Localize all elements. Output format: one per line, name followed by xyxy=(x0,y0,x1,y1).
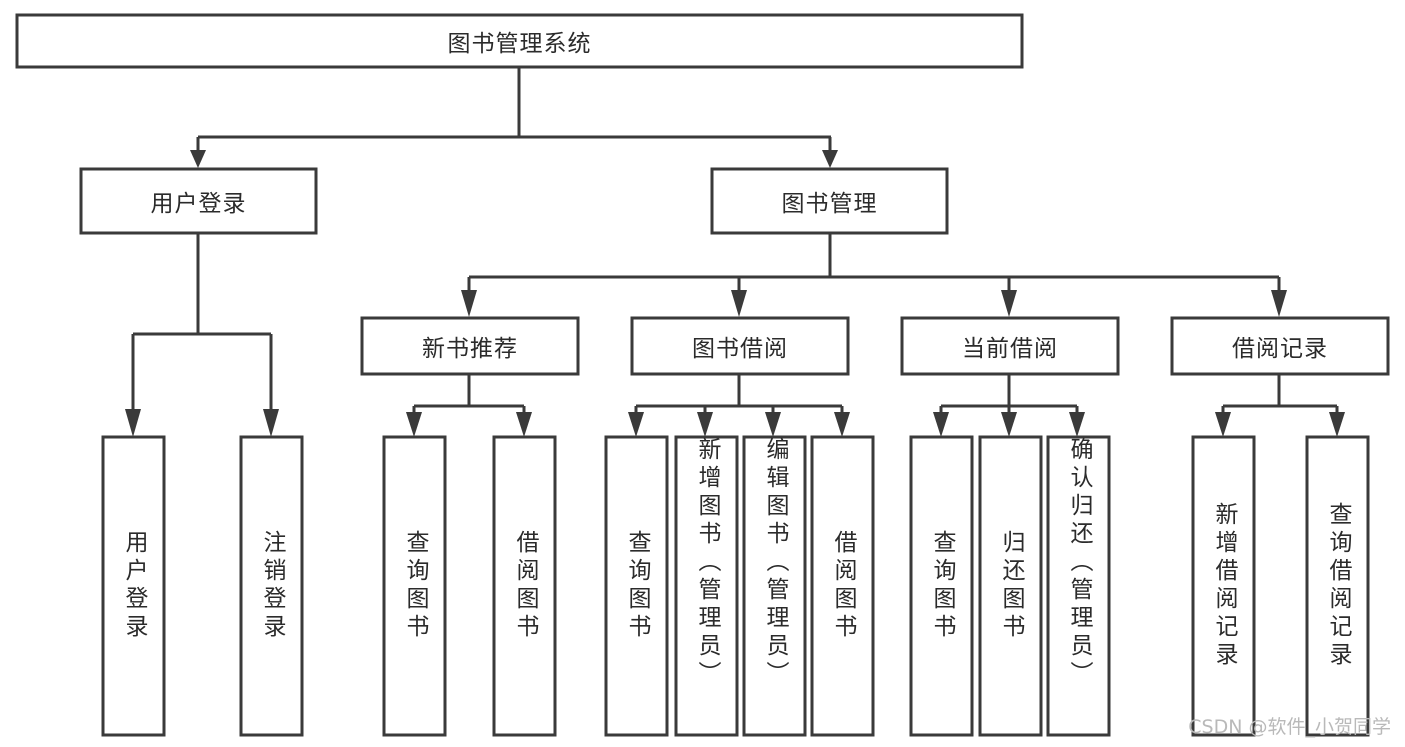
connector-group-borrow-record-children xyxy=(1215,374,1345,437)
node-box-root[interactable] xyxy=(15,13,1024,69)
node-box-leaf-add-record[interactable] xyxy=(1191,435,1256,737)
node-box-leaf-confirm-return[interactable] xyxy=(1046,435,1111,737)
node-box-leaf-borrow-book-1[interactable] xyxy=(492,435,557,737)
arrow-head-user-login xyxy=(190,150,206,168)
node-box-leaf-query-book-3[interactable] xyxy=(909,435,974,737)
arrow-head-leaf-borrow-book-2 xyxy=(834,412,850,437)
arrow-head-leaf-confirm-return xyxy=(1069,412,1085,437)
arrow-head-book-borrow xyxy=(731,290,747,317)
node-box-leaf-user-login[interactable] xyxy=(101,435,166,737)
arrow-head-leaf-return-book xyxy=(1001,412,1017,437)
connector-group-new-book-children xyxy=(406,374,532,437)
node-box-leaf-query-record[interactable] xyxy=(1305,435,1370,737)
arrow-head-leaf-edit-book xyxy=(765,412,781,437)
arrow-head-leaf-user-login xyxy=(125,409,141,437)
arrow-head-leaf-add-book xyxy=(697,412,713,437)
node-box-leaf-borrow-book-2[interactable] xyxy=(810,435,875,737)
connector-group-book-manage xyxy=(461,233,1287,317)
connector-group-root xyxy=(190,68,838,168)
node-box-leaf-add-book[interactable] xyxy=(674,435,739,737)
arrow-head-current-borrow xyxy=(1001,290,1017,317)
node-box-leaf-query-book-1[interactable] xyxy=(382,435,447,737)
arrow-head-leaf-query-book-2 xyxy=(628,412,644,437)
arrow-head-leaf-query-book-3 xyxy=(933,412,949,437)
node-box-leaf-query-book-2[interactable] xyxy=(604,435,669,737)
connector-group-book-borrow-children xyxy=(628,374,850,437)
arrow-head-leaf-add-record xyxy=(1215,412,1231,437)
node-box-leaf-edit-book[interactable] xyxy=(742,435,807,737)
connector-group-current-borrow-children xyxy=(933,374,1085,437)
node-box-user-login[interactable] xyxy=(79,167,318,235)
node-box-book-borrow[interactable] xyxy=(630,316,850,376)
arrow-head-book-manage xyxy=(822,150,838,168)
node-box-book-manage[interactable] xyxy=(710,167,949,235)
arrow-head-borrow-record xyxy=(1271,290,1287,317)
node-box-leaf-return-book[interactable] xyxy=(978,435,1043,737)
connector-group-user-login xyxy=(125,233,279,437)
node-box-new-book-recommend[interactable] xyxy=(360,316,580,376)
arrow-head-leaf-borrow-book-1 xyxy=(516,412,532,437)
node-box-current-borrow[interactable] xyxy=(900,316,1120,376)
node-box-borrow-record[interactable] xyxy=(1170,316,1390,376)
node-box-leaf-logout[interactable] xyxy=(239,435,304,737)
arrow-head-leaf-logout xyxy=(263,409,279,437)
arrow-head-new-book xyxy=(461,290,477,317)
arrow-head-leaf-query-book-1 xyxy=(406,412,422,437)
arrow-head-leaf-query-record xyxy=(1329,412,1345,437)
